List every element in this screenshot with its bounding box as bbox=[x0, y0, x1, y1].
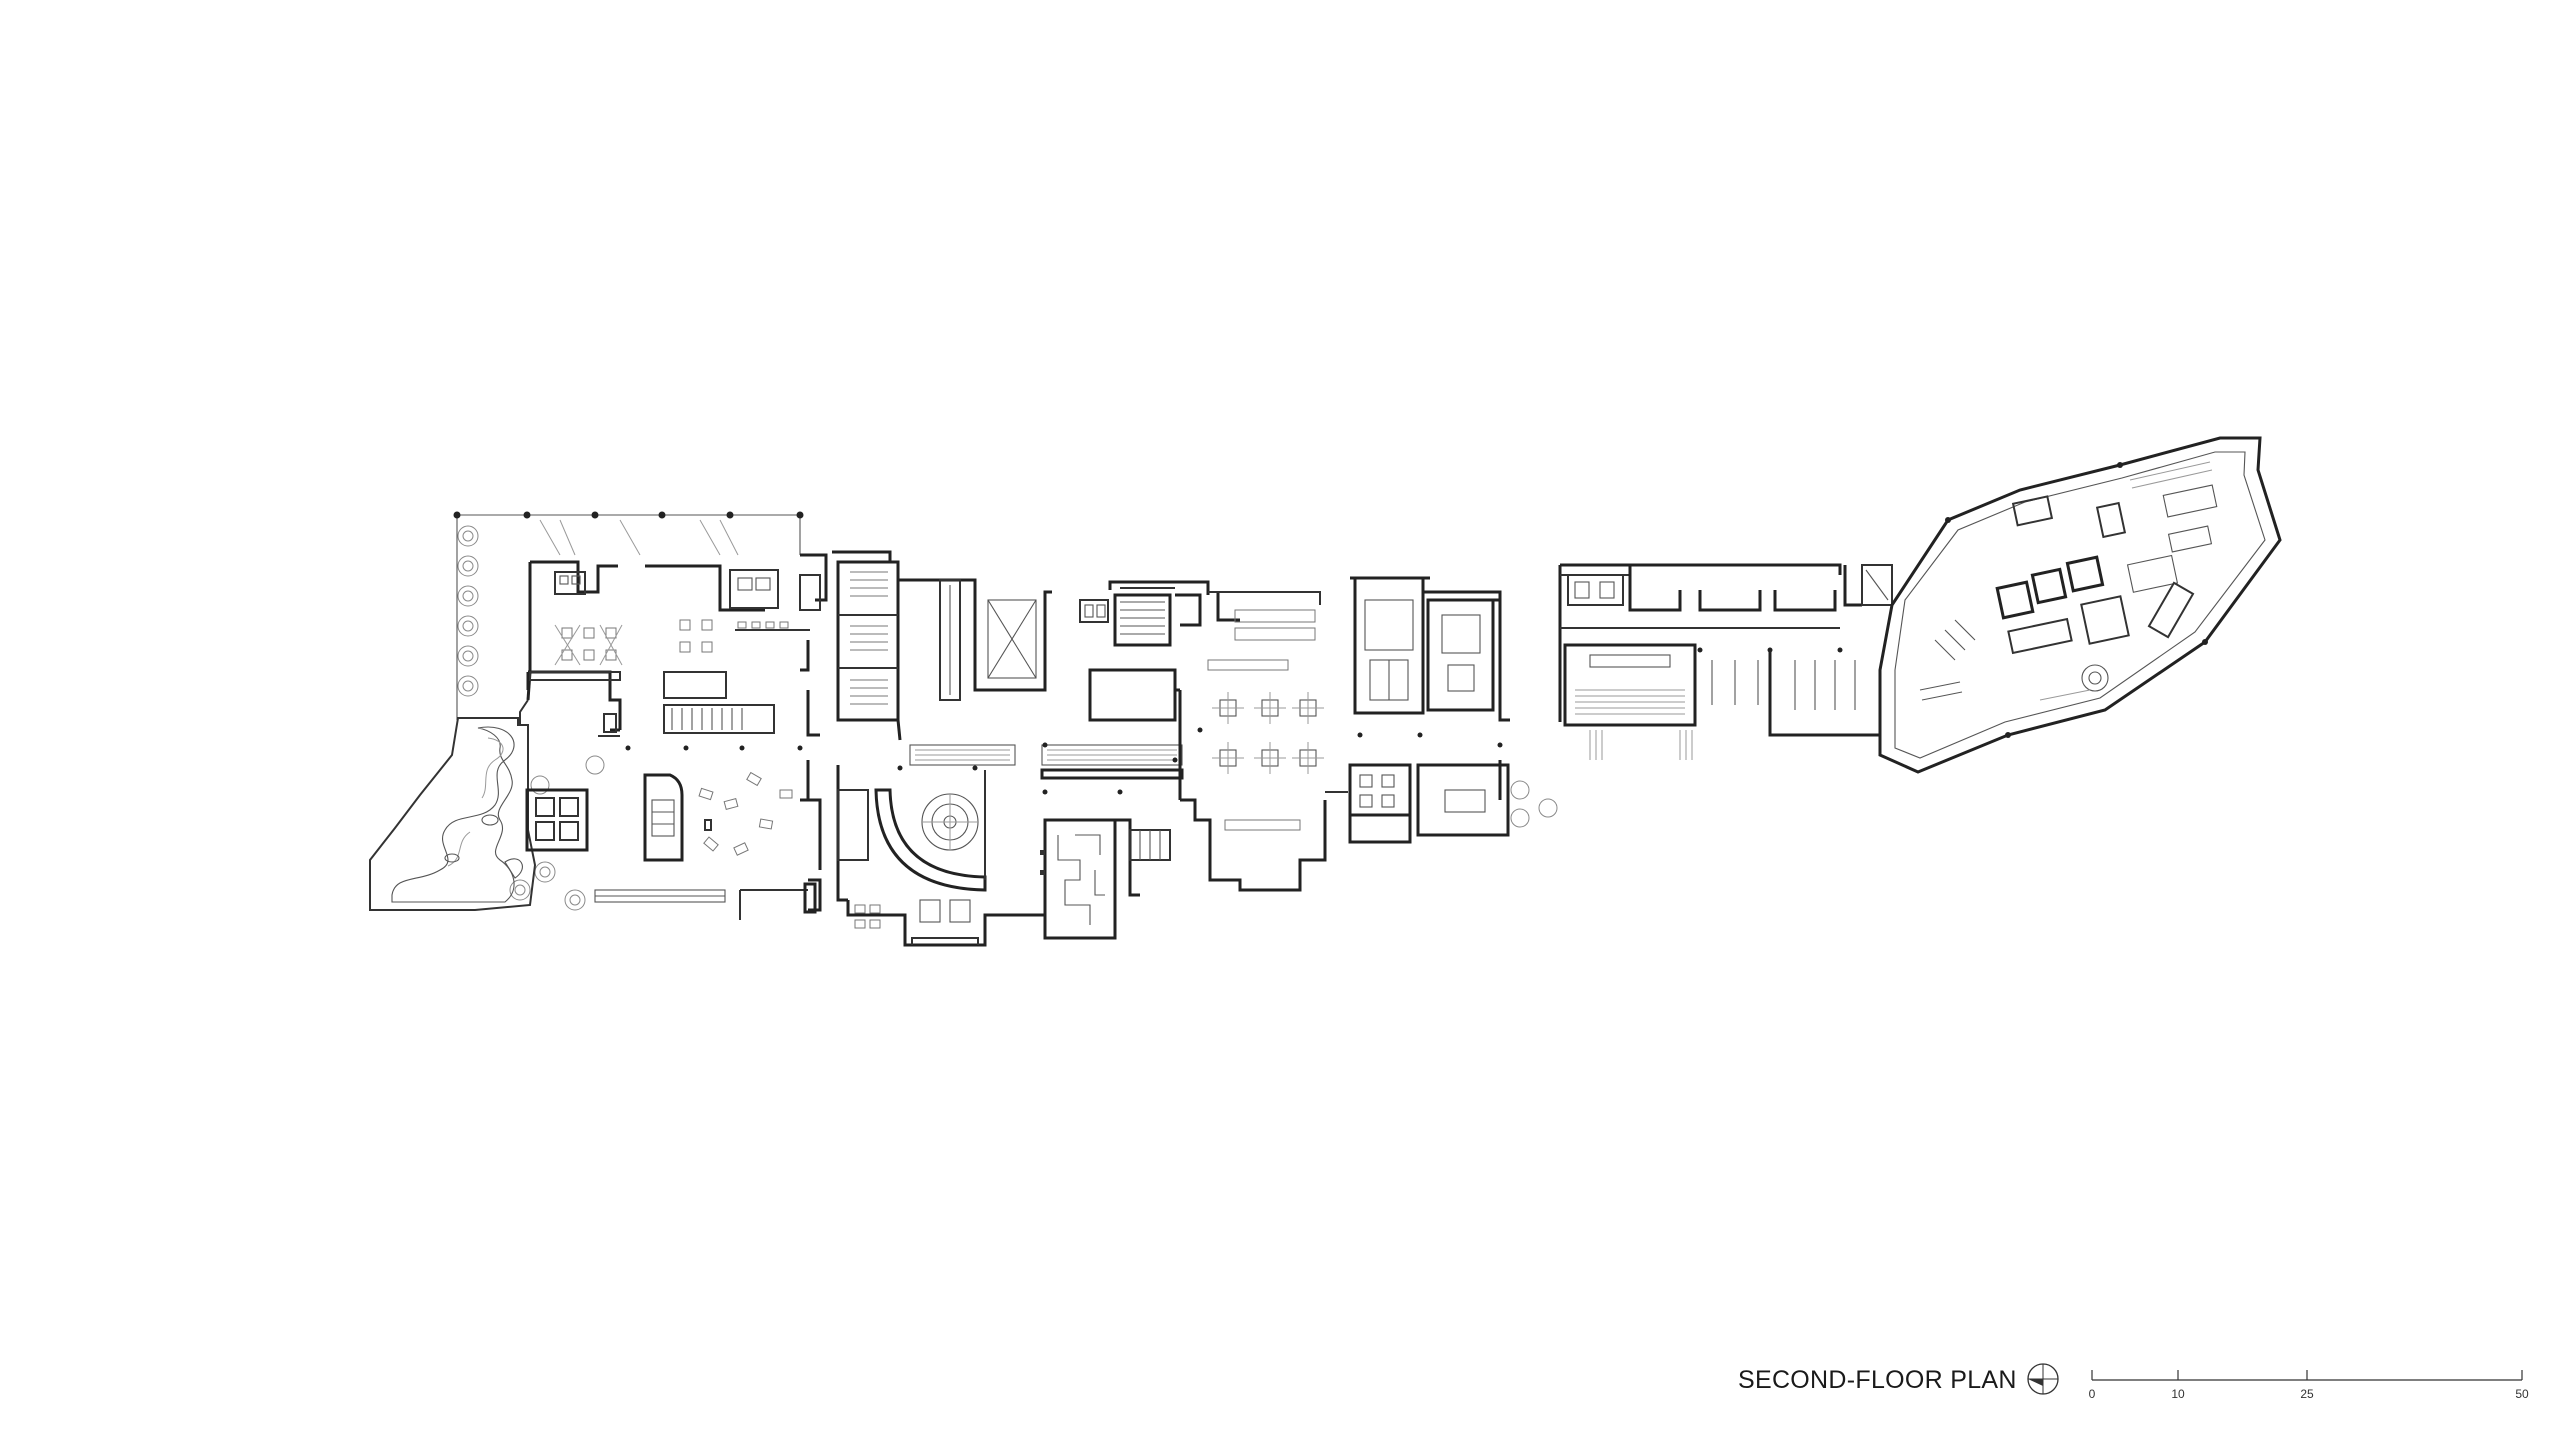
banquet-tables bbox=[1207, 609, 1316, 831]
east-halls bbox=[1558, 563, 1893, 760]
middle-halls bbox=[1079, 576, 1558, 892]
west-wing bbox=[369, 511, 828, 920]
scale-bar: 0 10 25 50 bbox=[2089, 1370, 2529, 1401]
scale-tick-label: 0 bbox=[2089, 1387, 2096, 1401]
title-block: SECOND-FLOOR PLAN 0 10 25 50 bbox=[1738, 1358, 2538, 1418]
scale-tick-label: 25 bbox=[2300, 1387, 2314, 1401]
north-arrow-icon bbox=[2027, 1363, 2059, 1395]
scale-ticks: 0 10 25 50 bbox=[2089, 1370, 2529, 1401]
table-clusters bbox=[1212, 692, 1324, 774]
dining-tables-west bbox=[554, 619, 713, 666]
courtyard-trees bbox=[457, 525, 605, 911]
central-block bbox=[832, 550, 1203, 947]
northeast-tower bbox=[1878, 436, 2282, 774]
scale-tick-label: 50 bbox=[2515, 1387, 2529, 1401]
plan-title: SECOND-FLOOR PLAN bbox=[1738, 1366, 2017, 1394]
lounge-seating-west bbox=[698, 771, 793, 856]
scale-tick-label: 10 bbox=[2171, 1387, 2185, 1401]
